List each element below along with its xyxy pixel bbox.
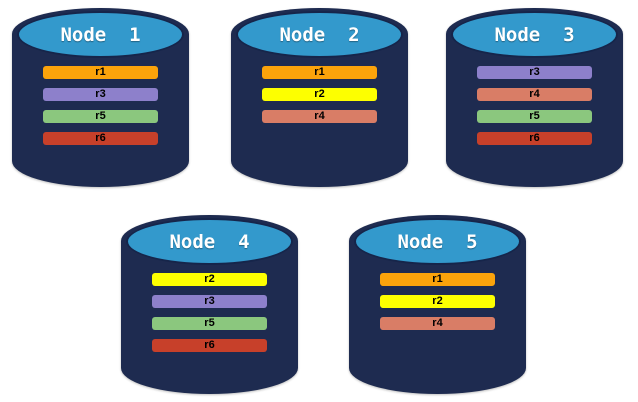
- replica-bar: r2: [152, 273, 267, 286]
- cylinder-top-ellipse: Node 5: [354, 218, 521, 265]
- replica-bar: r5: [477, 110, 592, 123]
- replica-bar: r6: [43, 132, 158, 145]
- replica-bar: r3: [43, 88, 158, 101]
- replica-label: r5: [204, 317, 215, 329]
- replica-bar: r1: [380, 273, 495, 286]
- replica-label: r4: [529, 88, 540, 100]
- replica-bar: r1: [262, 66, 377, 79]
- node-title: Node 2: [279, 23, 360, 46]
- node-cylinder: Node 3 r3 r4 r5 r6: [446, 8, 623, 187]
- replica-bar: r4: [380, 317, 495, 330]
- cylinder-top-ellipse: Node 1: [17, 11, 184, 58]
- cylinder-top-ellipse: Node 2: [236, 11, 403, 58]
- replica-bar: r3: [477, 66, 592, 79]
- replica-label: r2: [432, 295, 443, 307]
- replica-list: r1 r2 r4: [262, 66, 377, 132]
- replica-label: r6: [95, 132, 106, 144]
- replica-bar: r5: [43, 110, 158, 123]
- replica-bar: r6: [152, 339, 267, 352]
- node-title: Node 1: [60, 23, 141, 46]
- replica-label: r3: [529, 66, 540, 78]
- replica-bar: r5: [152, 317, 267, 330]
- replica-list: r1 r3 r5 r6: [43, 66, 158, 154]
- node-cylinder: Node 1 r1 r3 r5 r6: [12, 8, 189, 187]
- replica-label: r2: [314, 88, 325, 100]
- replica-list: r1 r2 r4: [380, 273, 495, 339]
- replica-label: r5: [95, 110, 106, 122]
- node-cylinder: Node 2 r1 r2 r4: [231, 8, 408, 187]
- node-cylinder: Node 4 r2 r3 r5 r6: [121, 215, 298, 394]
- replica-label: r4: [432, 317, 443, 329]
- replica-bar: r4: [262, 110, 377, 123]
- replica-bar: r2: [380, 295, 495, 308]
- replica-label: r1: [95, 66, 106, 78]
- cylinder-top-ellipse: Node 3: [451, 11, 618, 58]
- node-title: Node 5: [397, 230, 478, 253]
- replica-label: r1: [432, 273, 443, 285]
- replica-label: r1: [314, 66, 325, 78]
- replica-label: r4: [314, 110, 325, 122]
- node-title: Node 4: [169, 230, 250, 253]
- replica-label: r5: [529, 110, 540, 122]
- replica-list: r2 r3 r5 r6: [152, 273, 267, 361]
- replica-list: r3 r4 r5 r6: [477, 66, 592, 154]
- node-title: Node 3: [494, 23, 575, 46]
- replica-bar: r1: [43, 66, 158, 79]
- replica-label: r3: [95, 88, 106, 100]
- replica-bar: r6: [477, 132, 592, 145]
- cylinder-top-ellipse: Node 4: [126, 218, 293, 265]
- replica-label: r2: [204, 273, 215, 285]
- replica-bar: r4: [477, 88, 592, 101]
- replica-bar: r3: [152, 295, 267, 308]
- replica-label: r3: [204, 295, 215, 307]
- replica-label: r6: [529, 132, 540, 144]
- replica-bar: r2: [262, 88, 377, 101]
- node-cylinder: Node 5 r1 r2 r4: [349, 215, 526, 394]
- replica-label: r6: [204, 339, 215, 351]
